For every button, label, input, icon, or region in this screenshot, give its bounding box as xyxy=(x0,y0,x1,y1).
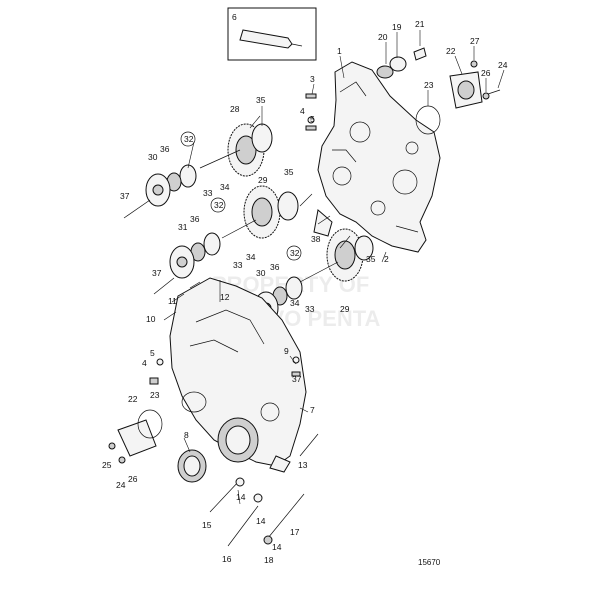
callout-33-a: 33 xyxy=(203,188,213,198)
callout-35-a: 35 xyxy=(256,95,266,105)
callout-26-top: 26 xyxy=(481,68,491,78)
callout-8: 8 xyxy=(184,430,189,440)
callout-24-top: 24 xyxy=(498,60,508,70)
callout-14-b: 14 xyxy=(256,516,266,526)
callout-22-bottom: 22 xyxy=(128,394,138,404)
callout-23-bottom: 23 xyxy=(150,390,160,400)
callout-29-b: 29 xyxy=(340,304,350,314)
front-seal-lower xyxy=(108,409,207,483)
callout-35-c: 35 xyxy=(366,254,376,264)
callout-20: 20 xyxy=(378,32,388,42)
callout-37-b: 37 xyxy=(152,268,162,278)
cover-bolts-lower xyxy=(149,281,319,547)
callout-4-top: 4 xyxy=(300,106,305,116)
callout-26-bottom: 26 xyxy=(128,474,138,484)
callout-32-c: 32 xyxy=(290,248,300,258)
callout-34-c: 34 xyxy=(290,298,300,308)
circled-callout-rings xyxy=(180,131,302,261)
callout-14-c: 14 xyxy=(272,542,282,552)
callout-6: 6 xyxy=(232,12,237,22)
callout-37-c: 37 xyxy=(292,374,302,384)
gear-assembly-upper xyxy=(123,123,273,219)
callout-28: 28 xyxy=(230,104,240,114)
callout-36-a: 36 xyxy=(160,144,170,154)
callout-30-b: 30 xyxy=(256,268,266,278)
callout-38: 38 xyxy=(311,234,321,244)
sealant-tube-icon xyxy=(239,29,293,49)
callout-17: 17 xyxy=(290,527,300,537)
callout-12: 12 xyxy=(220,292,230,302)
figure-reference-number: 15670 xyxy=(418,558,441,567)
callout-35-b: 35 xyxy=(284,167,294,177)
callout-30-a: 30 xyxy=(148,152,158,162)
callout-32-b: 32 xyxy=(214,200,224,210)
callout-32-a: 32 xyxy=(184,134,194,144)
callout-34-b: 34 xyxy=(246,252,256,262)
oil-seal-assembly-top xyxy=(376,47,501,135)
callout-33-c: 33 xyxy=(305,304,315,314)
callout-36-b: 36 xyxy=(190,214,200,224)
callout-23-top: 23 xyxy=(424,80,434,90)
timing-cover-lower xyxy=(169,277,307,473)
callout-5-bottom: 5 xyxy=(150,348,155,358)
leader-lines xyxy=(183,30,505,505)
callout-37-a: 37 xyxy=(120,191,130,201)
callout-36-c: 36 xyxy=(270,262,280,272)
gear-assembly-middle xyxy=(153,185,331,295)
callout-25: 25 xyxy=(102,460,112,470)
callout-7: 7 xyxy=(310,405,315,415)
timing-gear-plate xyxy=(313,61,441,253)
callout-10: 10 xyxy=(146,314,156,324)
callout-19: 19 xyxy=(392,22,402,32)
callout-11: 11 xyxy=(168,296,177,306)
callout-5-top: 5 xyxy=(310,114,315,124)
callout-2: 2 xyxy=(384,254,389,264)
callout-3: 3 xyxy=(310,74,315,84)
callout-29-a: 29 xyxy=(258,175,268,185)
callout-1: 1 xyxy=(337,46,342,56)
part-callouts: 6 1 19 20 21 22 27 23 26 24 3 4 5 28 35 … xyxy=(102,12,508,565)
callout-4-bottom: 4 xyxy=(142,358,147,368)
callout-14-a: 14 xyxy=(236,492,246,502)
callout-13: 13 xyxy=(298,460,308,470)
callout-9: 9 xyxy=(284,346,289,356)
callout-22-top: 22 xyxy=(446,46,456,56)
inset-frame xyxy=(227,7,317,61)
plate-bolts xyxy=(305,93,317,131)
callout-31: 31 xyxy=(178,222,188,232)
callout-24-bottom: 24 xyxy=(116,480,126,490)
callout-16: 16 xyxy=(222,554,232,564)
sealant-tube-inset xyxy=(227,7,317,61)
callout-33-b: 33 xyxy=(233,260,243,270)
callout-34-a: 34 xyxy=(220,182,230,192)
callout-21: 21 xyxy=(415,19,425,29)
callout-18: 18 xyxy=(264,555,274,565)
callout-15: 15 xyxy=(202,520,212,530)
callout-27: 27 xyxy=(470,36,480,46)
